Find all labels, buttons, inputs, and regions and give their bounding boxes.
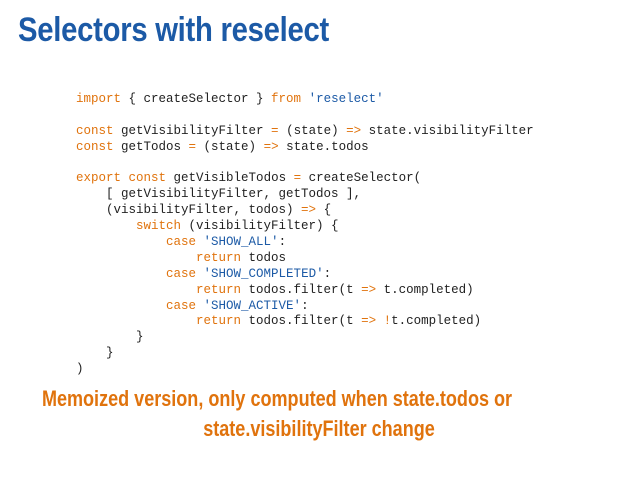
code-token-keyword: const (76, 123, 114, 138)
code-token-text (76, 235, 166, 249)
code-line: (visibilityFilter, todos) => { (76, 203, 534, 219)
caption-line-2: state.visibilityFilter change (203, 416, 435, 441)
code-line: return todos.filter(t => t.completed) (76, 283, 534, 299)
code-line: import { createSelector } from 'reselect… (76, 92, 534, 108)
code-token-text: : (323, 266, 332, 281)
code-token-keyword: const (128, 171, 167, 186)
code-token-keyword: const (76, 139, 114, 154)
code-token-text: (state) (278, 123, 347, 138)
code-token-text: t.completed) (376, 282, 474, 297)
code-token-operator: = (271, 123, 279, 138)
code-token-keyword: case (166, 266, 197, 281)
code-token-keyword: return (196, 314, 242, 329)
code-line (76, 108, 534, 124)
code-token-keyword: return (196, 282, 242, 297)
code-line: case 'SHOW_COMPLETED': (76, 267, 534, 283)
code-token-text: todos (241, 250, 287, 265)
code-token-text (121, 171, 129, 185)
code-token-text (301, 92, 309, 106)
code-line (76, 156, 534, 172)
code-token-keyword: switch (136, 219, 182, 234)
code-token-text (76, 314, 196, 328)
code-line: } (76, 330, 534, 346)
code-token-text: : (278, 235, 287, 250)
code-line: case 'SHOW_ALL': (76, 235, 534, 251)
code-token-keyword: from (271, 92, 302, 106)
code-token-text: getVisibleTodos (166, 171, 294, 186)
code-line: const getTodos = (state) => state.todos (76, 140, 534, 156)
code-token-text: [ getVisibilityFilter, getTodos ], (76, 187, 362, 202)
code-token-text: { createSelector } (121, 92, 272, 106)
code-token-text (76, 267, 166, 281)
code-token-operator: = (188, 139, 197, 154)
code-token-text: createSelector( (301, 171, 422, 186)
code-token-operator: ! (383, 314, 392, 329)
code-token-operator: => (361, 282, 377, 297)
code-line: switch (visibilityFilter) { (76, 219, 534, 235)
code-token-text: } (76, 330, 144, 345)
code-token-text (76, 299, 166, 313)
code-token-operator: => (346, 123, 362, 138)
code-token-text: todos.filter(t (241, 314, 362, 329)
code-line: const getVisibilityFilter = (state) => s… (76, 124, 534, 140)
code-token-text: ) (76, 362, 84, 377)
code-token-text: : (301, 298, 309, 313)
code-token-text: (visibilityFilter, todos) (76, 203, 302, 218)
code-token-text: getVisibilityFilter (113, 123, 272, 138)
code-token-string: 'SHOW_ALL' (203, 235, 279, 250)
code-line: ) (76, 362, 534, 378)
code-token-text (76, 251, 196, 265)
code-token-text: getTodos (113, 139, 189, 154)
code-token-operator: => (301, 203, 317, 218)
code-line: case 'SHOW_ACTIVE': (76, 299, 534, 315)
code-token-text: state.todos (278, 139, 369, 154)
slide-caption: Memoized version, only computed when sta… (0, 384, 638, 444)
code-token-keyword: case (166, 235, 197, 250)
code-token-string: 'SHOW_COMPLETED' (203, 266, 324, 281)
code-token-keyword: import (76, 92, 122, 106)
code-token-text: todos.filter(t (241, 282, 362, 297)
code-token-operator: => (361, 314, 377, 329)
code-token-text (196, 235, 204, 249)
code-token-text: } (76, 346, 114, 361)
code-line: return todos.filter(t => !t.completed) (76, 314, 534, 330)
code-token-keyword: return (196, 250, 242, 265)
code-token-text (76, 219, 136, 233)
code-token-text (76, 283, 196, 297)
code-token-string: 'SHOW_ACTIVE' (203, 298, 302, 313)
code-token-text: state.visibilityFilter (361, 123, 534, 138)
code-token-text: (state) (196, 139, 264, 154)
code-token-keyword: case (166, 298, 197, 313)
caption-line-1: Memoized version, only computed when sta… (41, 386, 513, 411)
code-token-text (196, 299, 204, 313)
code-token-operator: = (293, 171, 302, 186)
code-block: import { createSelector } from 'reselect… (76, 92, 534, 378)
code-token-text: (visibilityFilter) { (181, 219, 339, 234)
code-token-text (376, 314, 384, 328)
code-token-keyword: export (76, 171, 122, 186)
code-line: } (76, 346, 534, 362)
code-token-string: 'reselect' (308, 92, 384, 106)
code-token-text: t.completed) (391, 314, 482, 329)
code-token-text (196, 267, 204, 281)
slide-title: Selectors with reselect (18, 11, 329, 49)
code-line: return todos (76, 251, 534, 267)
code-token-operator: => (263, 139, 279, 154)
code-token-text: { (316, 203, 332, 218)
code-line: export const getVisibleTodos = createSel… (76, 171, 534, 187)
code-line: [ getVisibilityFilter, getTodos ], (76, 187, 534, 203)
